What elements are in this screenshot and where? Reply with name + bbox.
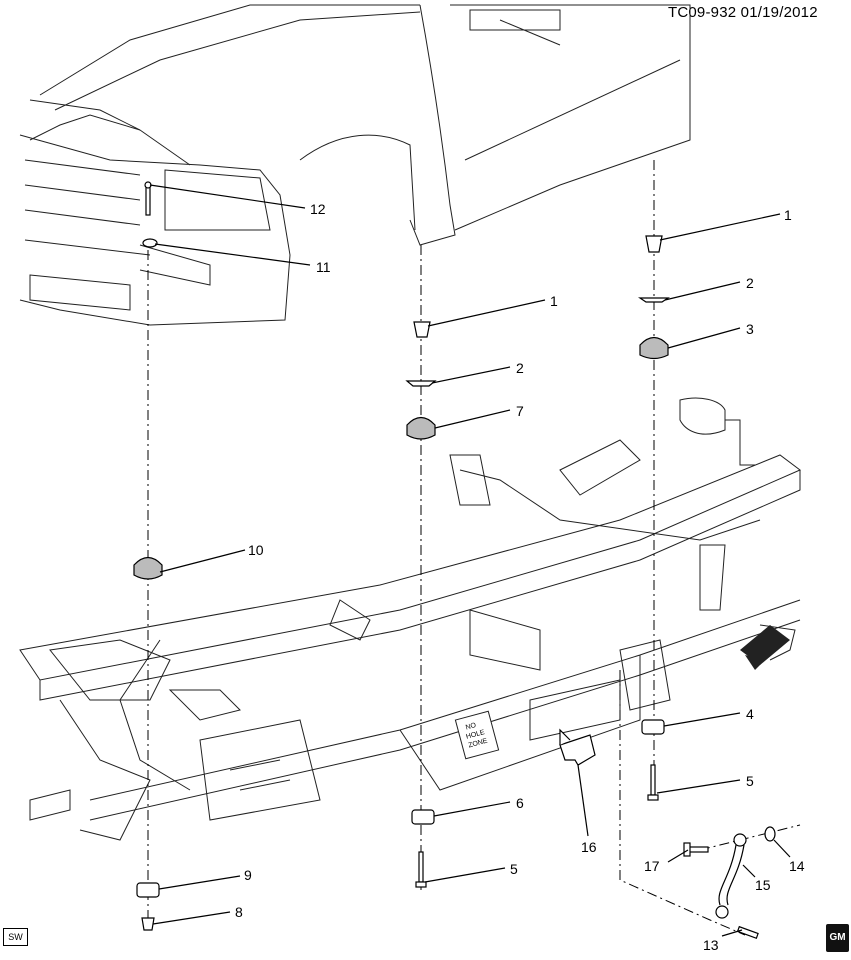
part-5-right-bolt [647,764,659,801]
no-hole-zone-text-1: NO [465,722,477,732]
callout-5-right: 5 [746,773,754,789]
callout-1-middle: 1 [550,293,558,309]
truck-cab-illustration [19,4,691,326]
callout-2-right: 2 [746,275,754,291]
callout-1-right: 1 [784,207,792,223]
part-14-nut [764,826,776,842]
part-11-washer [142,238,158,248]
callout-10: 10 [248,542,264,558]
no-hole-zone-text-3: ZONE [468,738,489,750]
part-1-middle-nut [413,321,431,338]
centerline-bolt-14 [699,824,801,851]
part-12-bolt [144,181,152,216]
callout-3: 3 [746,321,754,337]
callout-8: 8 [235,904,243,920]
callout-15: 15 [755,877,771,893]
part-10-body-mount [133,556,163,580]
part-6-lower-mount [411,809,435,825]
no-hole-zone-text-2: HOLE [465,729,486,741]
callout-14: 14 [789,858,805,874]
centerline-cable [619,670,746,936]
callout-4: 4 [746,706,754,722]
callout-2-middle: 2 [516,360,524,376]
callout-16: 16 [581,839,597,855]
callout-5-middle: 5 [510,861,518,877]
callout-6: 6 [516,795,524,811]
part-2-middle-retainer [405,380,437,387]
part-9-lower-mount [136,882,160,898]
part-1-right-nut [645,235,663,253]
callout-12: 12 [310,201,326,217]
part-13-bolt [736,925,759,940]
diagram-code: TC09-932 01/19/2012 [668,4,818,21]
callout-7: 7 [516,403,524,419]
front-direction-arrow [740,624,796,670]
part-15-ground-strap [715,833,747,919]
callout-leaders [149,184,791,937]
part-3-body-mount [639,336,669,360]
gm-logo: GM [826,924,849,952]
part-2-right-retainer [638,297,670,303]
callout-13: 13 [703,937,719,953]
part-4-lower-mount [641,719,665,735]
part-5-middle-bolt [415,851,427,888]
callout-17: 17 [644,858,660,874]
part-16-bracket [559,728,596,766]
callout-9: 9 [244,867,252,883]
part-17-bolt [683,842,709,857]
callout-11: 11 [316,259,331,275]
part-7-body-mount [406,416,436,440]
part-8-nut [141,917,155,931]
vehicle-frame-illustration: NO HOLE ZONE [19,397,801,841]
sw-badge: SW [3,928,28,946]
